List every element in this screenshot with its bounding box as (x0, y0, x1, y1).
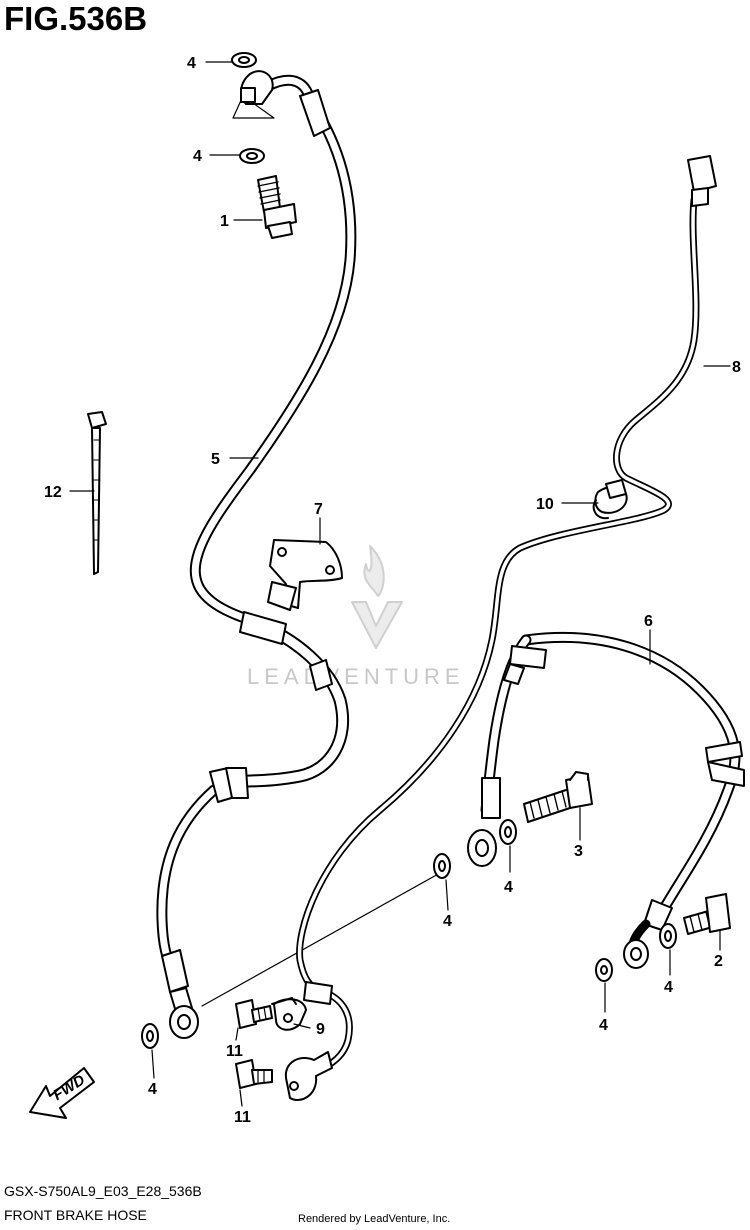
callout-10: 10 (536, 496, 554, 513)
callout-4-top: 4 (187, 55, 196, 72)
brake-hose-6 (467, 632, 745, 969)
callout-4-lower-left: 4 (148, 1081, 157, 1098)
callout-4-upper: 4 (193, 148, 202, 165)
speed-sensor-lead-8 (284, 155, 717, 1101)
callout-5: 5 (211, 451, 220, 468)
figure-title: FIG.536B (4, 0, 148, 37)
callout-4-mid-right: 4 (504, 879, 513, 896)
callout-6: 6 (644, 613, 653, 630)
callout-leaders (69, 61, 731, 1107)
banjo-bolt-2 (595, 893, 731, 982)
watermark: LEADVENTURE (247, 545, 465, 689)
banjo-bolt-1 (231, 52, 297, 239)
callout-numbers: 4 4 1 5 12 7 8 10 6 3 4 4 2 4 4 9 11 11 … (44, 55, 741, 1126)
callout-11-upper: 11 (226, 1043, 243, 1060)
callout-7: 7 (314, 501, 323, 518)
guide-lines (201, 95, 441, 1007)
fwd-arrow: FWD (29, 1067, 95, 1119)
callout-4-mid: 4 (443, 913, 452, 930)
washer-lower-left (141, 1023, 159, 1049)
callout-8: 8 (732, 359, 741, 376)
callout-11-lower: 11 (234, 1109, 251, 1126)
bolt-11-upper (235, 999, 273, 1029)
bolt-11-lower (235, 1059, 273, 1089)
callout-12: 12 (44, 484, 62, 501)
figure-caption: FRONT BRAKE HOSE (4, 1207, 147, 1223)
brake-hose-5 (156, 70, 357, 1039)
watermark-text: LEADVENTURE (247, 664, 465, 689)
callout-1: 1 (220, 213, 229, 230)
render-credit: Rendered by LeadVenture, Inc. (298, 1213, 451, 1225)
callout-3: 3 (574, 843, 583, 860)
callout-4-lower-right: 4 (599, 1017, 608, 1034)
clamp-10 (592, 479, 628, 520)
model-code: GSX-S750AL9_E03_E28_536B (4, 1183, 202, 1199)
banjo-bolt-3 (433, 771, 593, 879)
callout-9: 9 (316, 1021, 325, 1038)
callout-4-right: 4 (664, 979, 673, 996)
clamp-9 (271, 997, 307, 1031)
callout-2: 2 (714, 953, 723, 970)
cable-tie-12 (87, 411, 107, 575)
bracket-7 (267, 539, 343, 611)
